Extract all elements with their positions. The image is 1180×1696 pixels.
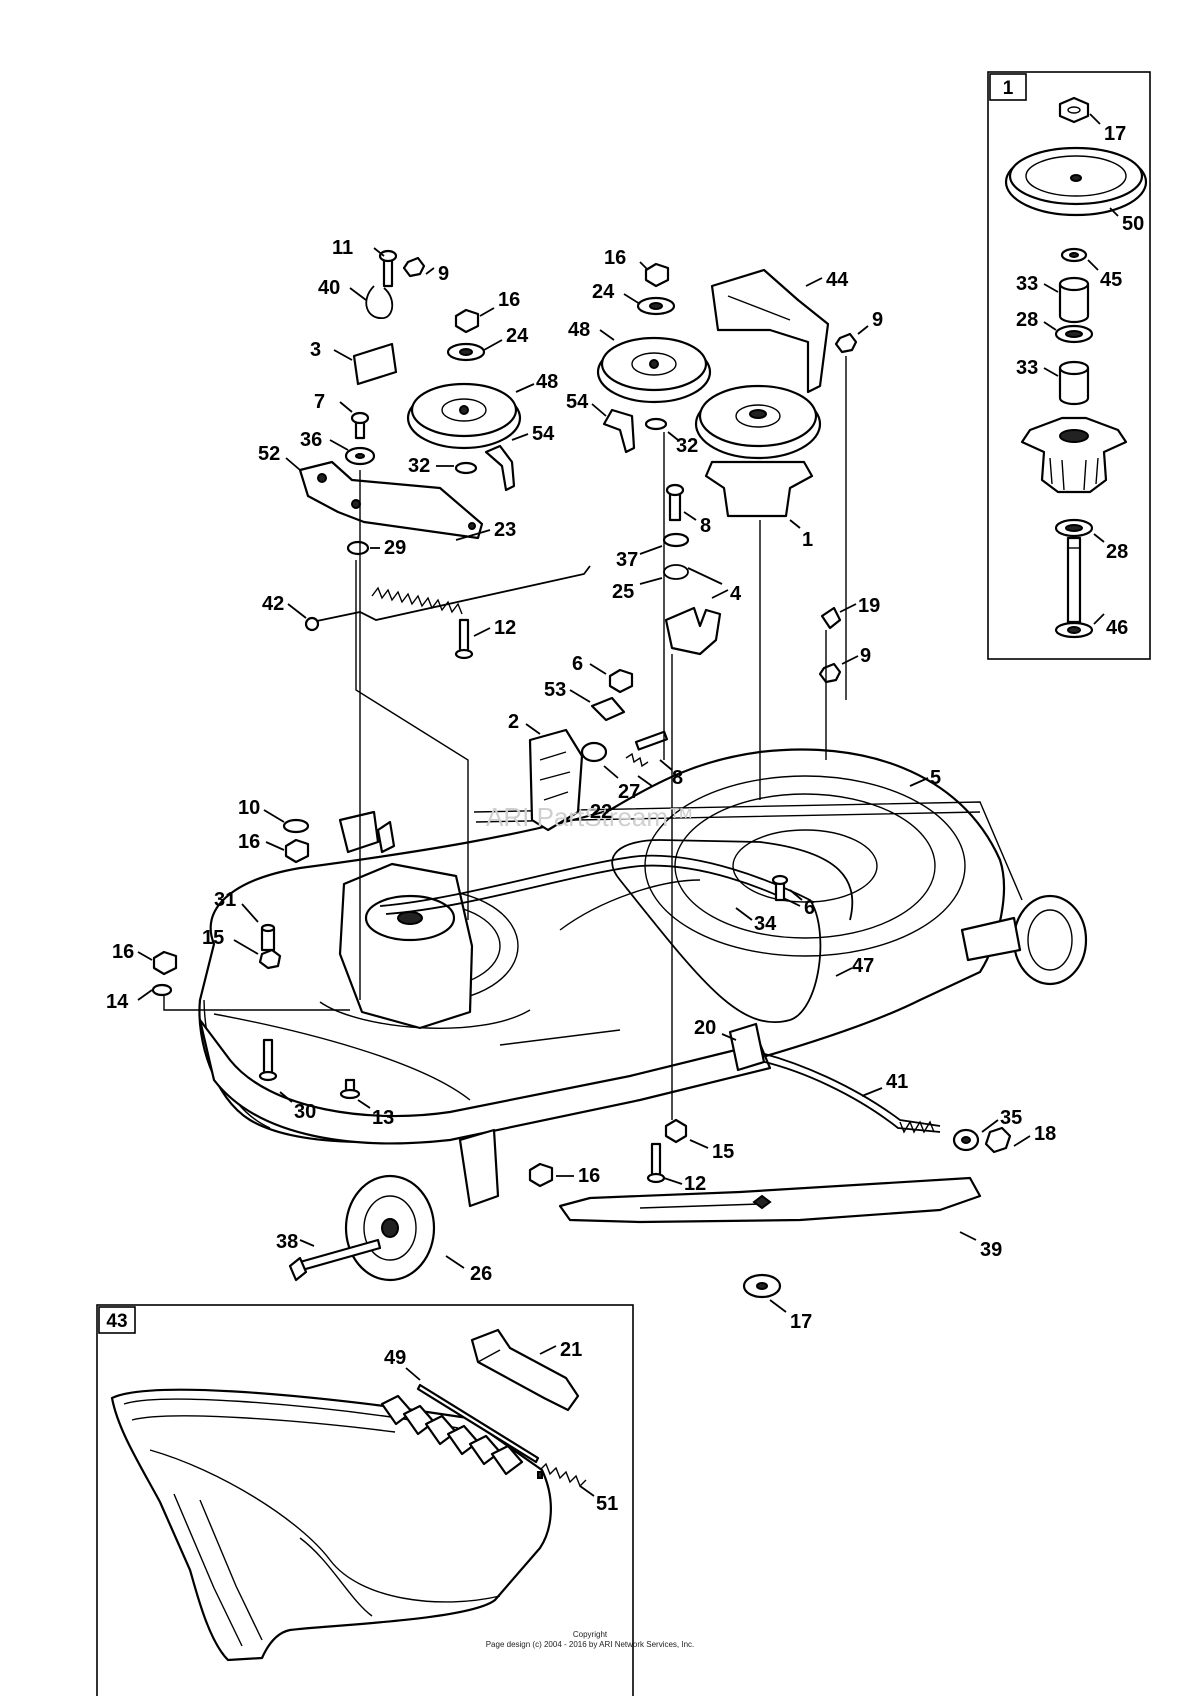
callout-label: 30: [294, 1101, 316, 1123]
callout-label: 54: [532, 423, 555, 445]
callout-label: 17: [1104, 123, 1126, 145]
callout-label: 48: [568, 319, 590, 341]
callout-label: 48: [536, 371, 558, 393]
callout-label: 6: [804, 897, 815, 919]
upper-parts: [151, 249, 858, 1299]
callout-label: 3: [310, 339, 321, 361]
callout-label: 6: [572, 653, 583, 675]
callout-label: 12: [684, 1173, 706, 1195]
callout-label: 33: [1016, 357, 1038, 379]
callout-label: 5: [930, 767, 941, 789]
callout-label: 31: [214, 889, 236, 911]
callout-label: 54: [566, 391, 589, 413]
callout-label: 15: [712, 1141, 734, 1163]
callout-label: 18: [1034, 1123, 1056, 1145]
callout-label: 33: [1016, 273, 1038, 295]
callout-label: 25: [612, 581, 634, 603]
callout-label: 13: [372, 1107, 394, 1129]
callout-label: 16: [238, 831, 260, 853]
callout-label: 12: [494, 617, 516, 639]
callout-label: 26: [470, 1263, 492, 1285]
callout-label: 14: [106, 991, 129, 1013]
chute-inset-label: 43: [106, 1311, 127, 1332]
callout-label: 8: [700, 515, 711, 537]
callout-label: 34: [754, 913, 777, 935]
callout-label: 1: [802, 529, 813, 551]
callout-label: 51: [596, 1493, 618, 1515]
callout-label: 38: [276, 1231, 298, 1253]
chute-inset: 43 49 21 51: [96, 1304, 634, 1696]
callout-label: 46: [1106, 617, 1128, 639]
callout-label: 24: [506, 325, 529, 347]
callout-label: 16: [112, 941, 134, 963]
callout-label: 40: [318, 277, 340, 299]
copyright-line: Copyright: [572, 1630, 608, 1639]
callout-label: 16: [604, 247, 626, 269]
spindle-inset-callouts: 17 50 45 33 28 33 28 46: [1016, 113, 1144, 639]
callout-label: 16: [498, 289, 520, 311]
callout-label: 19: [858, 595, 880, 617]
watermark: ARI PartStream™: [486, 802, 694, 832]
callout-label: 32: [408, 455, 430, 477]
spindle-inset-label: 1: [1003, 78, 1014, 99]
callout-label: 29: [384, 537, 406, 559]
callout-label: 2: [508, 711, 519, 733]
callout-label: 24: [592, 281, 615, 303]
callout-label: 23: [494, 519, 516, 541]
chute-inset-callouts: 49 21 51: [384, 1339, 618, 1515]
callout-label: 32: [676, 435, 698, 457]
callout-label: 27: [618, 781, 640, 803]
callout-label: 53: [544, 679, 566, 701]
callout-label: 15: [202, 927, 224, 949]
page-design-line: Page design (c) 2004 - 2016 by ARI Netwo…: [485, 1640, 695, 1649]
callout-label: 45: [1100, 269, 1122, 291]
callout-label: 4: [730, 583, 742, 605]
callout-label: 37: [616, 549, 638, 571]
mower-deck: [198, 728, 1088, 1282]
spindle-inset: 1 17 50 45: [987, 71, 1151, 660]
callout-label: 20: [694, 1017, 716, 1039]
callout-label: 8: [672, 767, 683, 789]
callout-label: 11: [332, 237, 353, 259]
callout-label: 36: [300, 429, 322, 451]
callout-label: 22: [590, 801, 612, 823]
callout-label: 35: [1000, 1107, 1022, 1129]
callout-label: 50: [1122, 213, 1144, 235]
callout-label: 9: [872, 309, 883, 331]
callout-label: 10: [238, 797, 260, 819]
callout-label: 28: [1016, 309, 1038, 331]
callout-label: 44: [826, 269, 849, 291]
callout-label: 52: [258, 443, 280, 465]
callout-label: 47: [852, 955, 874, 977]
main-callouts: 11 9 40 16 24 48 3 7 36 32 54 52 29 23 4…: [106, 237, 1056, 1333]
callout-label: 41: [886, 1071, 908, 1093]
callout-label: 9: [860, 645, 871, 667]
callout-label: 28: [1106, 541, 1128, 563]
callout-label: 17: [790, 1311, 812, 1333]
callout-label: 7: [314, 391, 325, 413]
callout-label: 21: [560, 1339, 582, 1361]
callout-label: 49: [384, 1347, 406, 1369]
copyright-footer: Copyright Page design (c) 2004 - 2016 by…: [0, 1630, 1180, 1650]
callout-label: 42: [262, 593, 284, 615]
callout-label: 9: [438, 263, 449, 285]
callout-label: 39: [980, 1239, 1002, 1261]
callout-label: 16: [578, 1165, 600, 1187]
